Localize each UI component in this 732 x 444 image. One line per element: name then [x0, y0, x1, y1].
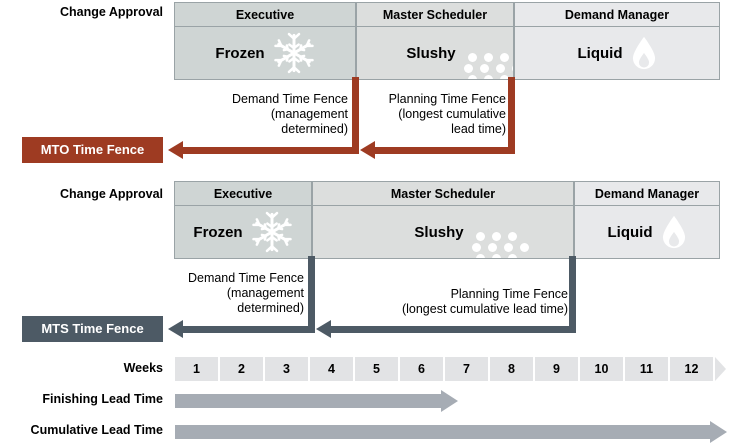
mts-header-executive: Executive — [174, 181, 312, 206]
mto-state-liquid: Liquid — [514, 27, 720, 80]
annotation-line: Demand Time Fence — [187, 271, 304, 285]
annotation-line: Planning Time Fence — [388, 92, 506, 106]
mts-state-frozen: Frozen — [174, 206, 312, 259]
row-mts-side-label: Change Approval — [59, 187, 163, 201]
mts-header-master-scheduler: Master Scheduler — [312, 181, 574, 206]
mts-planning-time-fence-annotation: Planning Time Fence (longest cumulative … — [318, 287, 568, 317]
snowflake-icon — [251, 211, 293, 253]
annotation-line: Planning Time Fence — [450, 287, 568, 301]
mto-planning-fence-vline — [508, 77, 515, 151]
mto-planning-fence-arrowhead — [360, 141, 375, 159]
weeks-continuation-arrow-icon — [715, 357, 726, 381]
mto-header-executive: Executive — [174, 2, 356, 27]
finishing-lead-time-label: Finishing Lead Time — [42, 392, 163, 406]
week-cell: 4 — [310, 357, 353, 381]
mts-demand-fence-vline — [308, 256, 315, 330]
mto-state-frozen-label: Frozen — [215, 44, 265, 62]
week-cell: 11 — [625, 357, 668, 381]
annotation-line: determined) — [281, 122, 348, 136]
mts-state-liquid: Liquid — [574, 206, 720, 259]
week-cell: 7 — [445, 357, 488, 381]
mts-state-frozen-label: Frozen — [193, 223, 243, 241]
mts-header-demand-manager: Demand Manager — [574, 181, 720, 206]
annotation-line: lead time) — [451, 122, 506, 136]
cumulative-lead-time-bar — [175, 425, 710, 439]
mto-state-liquid-label: Liquid — [577, 44, 623, 62]
annotation-line: (management — [226, 286, 304, 300]
annotation-line: determined) — [237, 301, 304, 315]
week-cell: 8 — [490, 357, 533, 381]
week-cell: 3 — [265, 357, 308, 381]
week-cell: 2 — [220, 357, 263, 381]
mto-demand-fence-arrowhead — [168, 141, 183, 159]
annotation-line: (management — [270, 107, 348, 121]
mto-header-demand-manager: Demand Manager — [514, 2, 720, 27]
mto-demand-fence-hline — [182, 147, 359, 154]
mts-demand-fence-hline — [182, 326, 315, 333]
week-cell: 5 — [355, 357, 398, 381]
mts-time-fence-badge[interactable]: MTS Time Fence — [22, 316, 163, 342]
weeks-label: Weeks — [123, 361, 163, 375]
mts-state-slushy: Slushy — [312, 206, 574, 259]
mts-planning-fence-hline — [330, 326, 576, 333]
mto-state-slushy-label: Slushy — [406, 44, 456, 62]
mto-state-frozen: Frozen — [174, 27, 356, 80]
mts-demand-time-fence-annotation: Demand Time Fence (management determined… — [152, 271, 304, 316]
cumulative-lead-time-arrowhead — [710, 421, 727, 443]
water-drop-icon — [661, 215, 687, 249]
row-mto-side-label: Change Approval — [59, 5, 163, 19]
water-drop-icon — [631, 36, 657, 70]
mts-planning-fence-arrowhead — [316, 320, 331, 338]
week-cell: 1 — [175, 357, 218, 381]
annotation-line: (longest cumulative lead time) — [401, 302, 568, 316]
mto-demand-fence-vline — [352, 77, 359, 151]
mto-demand-time-fence-annotation: Demand Time Fence (management determined… — [196, 92, 348, 137]
week-cell: 12 — [670, 357, 713, 381]
finishing-lead-time-arrowhead — [441, 390, 458, 412]
mto-planning-time-fence-annotation: Planning Time Fence (longest cumulative … — [362, 92, 506, 137]
mto-time-fence-badge[interactable]: MTO Time Fence — [22, 137, 163, 163]
snowflake-icon — [273, 32, 315, 74]
mts-planning-fence-vline — [569, 256, 576, 330]
finishing-lead-time-bar — [175, 394, 441, 408]
mts-state-liquid-label: Liquid — [607, 223, 653, 241]
week-cell: 10 — [580, 357, 623, 381]
mto-header-master-scheduler: Master Scheduler — [356, 2, 514, 27]
mto-state-slushy: Slushy — [356, 27, 514, 80]
annotation-line: (longest cumulative — [398, 107, 506, 121]
week-cell: 9 — [535, 357, 578, 381]
annotation-line: Demand Time Fence — [231, 92, 348, 106]
mts-state-slushy-label: Slushy — [414, 223, 464, 241]
week-cell: 6 — [400, 357, 443, 381]
mto-planning-fence-hline — [374, 147, 515, 154]
cumulative-lead-time-label: Cumulative Lead Time — [30, 423, 163, 437]
mts-demand-fence-arrowhead — [168, 320, 183, 338]
